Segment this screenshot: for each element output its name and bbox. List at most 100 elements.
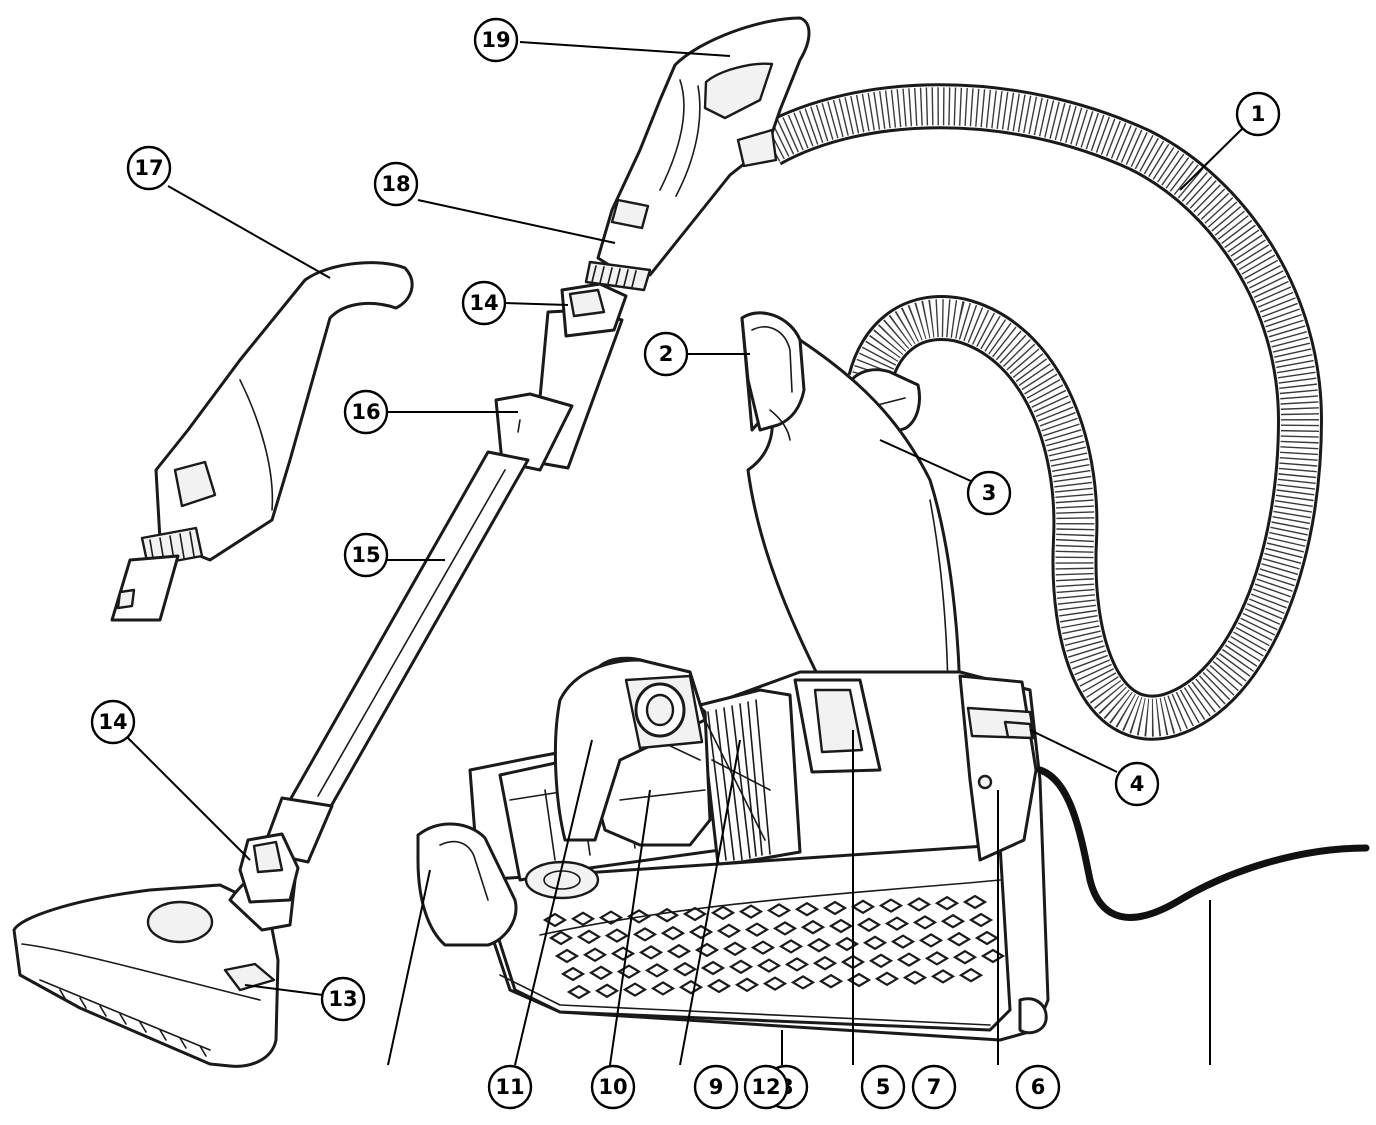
callout-17: 17: [126, 145, 172, 191]
grille-hole: [594, 983, 620, 999]
grille-hole: [840, 954, 866, 970]
grille-hole: [744, 922, 770, 937]
grille-hole: [710, 905, 736, 921]
grille-hole: [790, 975, 816, 990]
grille-hole: [822, 900, 848, 916]
callout-13: 13: [320, 976, 366, 1022]
grille-hole: [968, 912, 994, 928]
callout-17-label: 17: [134, 156, 163, 180]
callout-4: 4: [1114, 761, 1160, 807]
motor-protection-filter: [698, 688, 802, 866]
grille-hole: [924, 951, 950, 966]
callout-11: 11: [487, 1064, 533, 1110]
callout-1-label: 1: [1251, 102, 1266, 126]
callout-3: 3: [966, 470, 1012, 516]
suction-hose: [758, 83, 1324, 741]
grille-hole: [874, 971, 900, 987]
callout-9: 9: [693, 1064, 739, 1110]
grille-hole: [678, 979, 704, 995]
grille-hole: [962, 894, 988, 910]
grille-hole: [560, 966, 586, 982]
grille-hole: [952, 949, 978, 965]
callout-15-label: 15: [351, 543, 380, 567]
grille-hole: [728, 959, 754, 975]
callout-11-label: 11: [495, 1075, 524, 1099]
dusting-handle: [110, 261, 414, 622]
callout-14-lower-label: 14: [98, 710, 127, 734]
grille-hole: [706, 978, 732, 994]
grille-hole: [862, 935, 888, 951]
grille-hole: [934, 895, 960, 911]
grille-hole: [980, 948, 1006, 964]
leader-lines: [127, 41, 1244, 1066]
grille-hole: [700, 960, 726, 976]
air-outlet-grille: [542, 894, 1006, 1000]
grille-hole: [666, 943, 692, 959]
grille-hole: [622, 982, 648, 997]
grille-hole: [828, 918, 854, 934]
grille-hole: [566, 984, 592, 1000]
grille-hole: [906, 897, 932, 912]
grille-hole: [582, 947, 608, 963]
grille-hole: [610, 946, 636, 961]
grille-hole: [598, 910, 624, 925]
grille-hole: [918, 933, 944, 948]
grille-hole: [778, 939, 804, 954]
grille-hole: [834, 936, 860, 952]
dust-bag-holder: [553, 658, 707, 842]
grille-hole: [716, 923, 742, 939]
grille-hole: [912, 915, 938, 930]
grille-hole: [638, 945, 664, 960]
callout-10-label: 10: [598, 1075, 627, 1099]
grille-hole: [734, 977, 760, 993]
grille-hole: [604, 928, 630, 943]
grille-hole: [856, 917, 882, 933]
callout-5: 5: [860, 1064, 906, 1110]
callout-19: 19: [473, 17, 519, 63]
grille-hole: [554, 948, 580, 964]
tube-release-button-lower: [238, 832, 300, 904]
grille-hole: [762, 976, 788, 991]
grille-hole: [818, 973, 844, 989]
grille-hole: [868, 953, 894, 969]
grille-hole: [800, 919, 826, 935]
callout-6-label: 6: [1031, 1075, 1046, 1099]
grille-hole: [722, 941, 748, 957]
grille-hole: [930, 969, 956, 984]
callout-3-label: 3: [982, 481, 997, 505]
callout-16-label: 16: [351, 400, 380, 424]
callout-7-label: 7: [927, 1075, 942, 1099]
grille-hole: [650, 981, 676, 996]
callout-16: 16: [343, 389, 389, 435]
grille-hole: [890, 934, 916, 949]
callout-14-upper-label: 14: [469, 291, 498, 315]
power-cable: [1036, 766, 1370, 921]
callout-14-lower: 14: [90, 699, 136, 745]
grille-hole: [576, 929, 602, 945]
callout-6: 6: [1015, 1064, 1061, 1110]
callout-14-upper: 14: [461, 280, 507, 326]
callout-18: 18: [373, 161, 419, 207]
handgrip: [584, 16, 811, 292]
callout-19-label: 19: [481, 28, 510, 52]
grille-hole: [766, 903, 792, 918]
grille-hole: [902, 970, 928, 985]
grille-hole: [940, 913, 966, 929]
callout-15: 15: [343, 532, 389, 578]
callout-12-label: 12: [751, 1075, 780, 1099]
callout-12: 12: [743, 1064, 789, 1110]
callout-1: 1: [1235, 91, 1281, 137]
grille-hole: [632, 927, 658, 942]
grille-hole: [806, 937, 832, 953]
grille-hole: [654, 907, 680, 923]
callout-7: 7: [911, 1064, 957, 1110]
grille-hole: [688, 924, 714, 940]
callout-9-label: 9: [709, 1075, 724, 1099]
grille-hole: [682, 906, 708, 922]
grille-hole: [846, 972, 872, 988]
grille-hole: [626, 909, 652, 924]
grille-hole: [660, 925, 686, 941]
grille-hole: [570, 911, 596, 927]
grille-hole: [896, 952, 922, 967]
